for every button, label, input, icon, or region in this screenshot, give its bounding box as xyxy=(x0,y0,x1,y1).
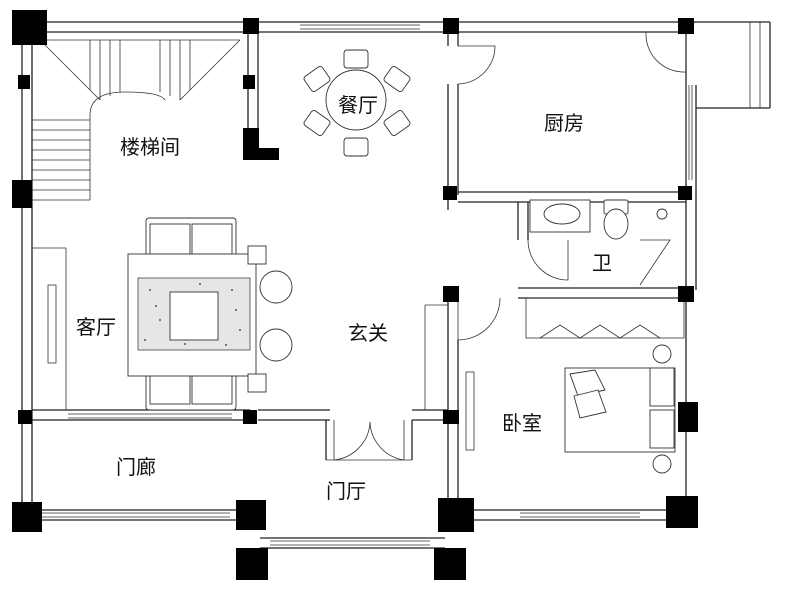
room-label-kitchen: 厨房 xyxy=(544,111,584,135)
windows xyxy=(42,24,693,546)
bedroom-furniture xyxy=(525,297,685,474)
room-label-bedroom: 卧室 xyxy=(502,411,542,435)
columns xyxy=(12,10,698,580)
room-labels: 楼梯间 餐厅 厨房 卫 客厅 玄关 卧室 门廊 门厅 xyxy=(76,93,612,503)
dining-set xyxy=(303,49,411,157)
room-label-entry-hall: 门厅 xyxy=(326,479,366,503)
room-label-porch: 门廊 xyxy=(116,455,156,479)
doors xyxy=(326,31,687,461)
staircase xyxy=(32,39,241,201)
room-label-bath: 卫 xyxy=(592,251,612,275)
room-label-dining: 餐厅 xyxy=(338,93,378,117)
room-label-foyer: 玄关 xyxy=(348,321,388,345)
living-furniture xyxy=(127,217,293,411)
room-label-stair: 楼梯间 xyxy=(120,135,180,159)
outer-walls xyxy=(21,21,771,549)
bath-fixtures xyxy=(529,199,668,240)
room-label-living: 客厅 xyxy=(76,315,116,339)
